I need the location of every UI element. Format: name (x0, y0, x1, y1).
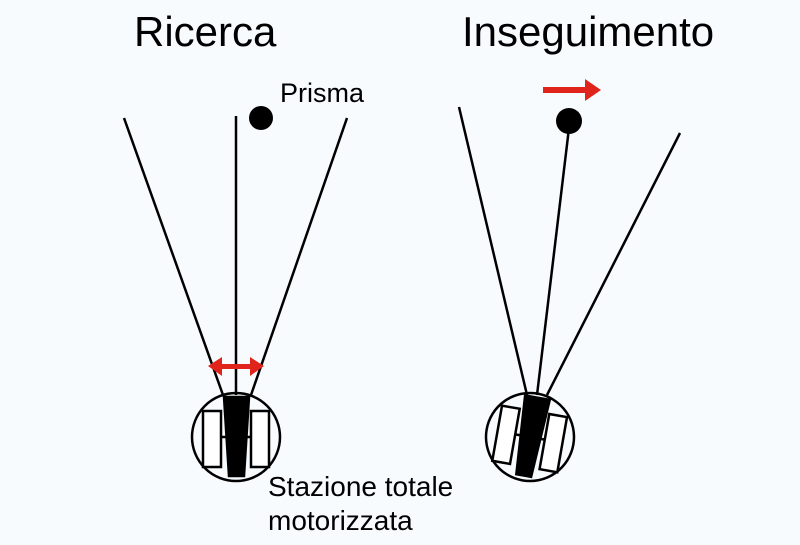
station-label-line2: motorizzata (268, 505, 413, 536)
beam-right (545, 132, 682, 396)
right-arrow-icon (543, 79, 601, 101)
tracking-mode-diagram (457, 79, 682, 483)
prism-label: Prisma (280, 78, 365, 108)
double-arrow-icon (208, 357, 264, 376)
beam-left (122, 117, 225, 396)
beam-right (249, 117, 349, 396)
beam-left (457, 106, 529, 396)
station-label: Stazione totale motorizzata (268, 470, 453, 538)
total-station-icon (190, 391, 282, 483)
beam-center (535, 127, 571, 396)
prism-dot (556, 108, 582, 134)
total-station-icon (484, 391, 576, 483)
prism-dot (249, 106, 273, 130)
search-mode-diagram (122, 106, 349, 483)
station-label-line1: Stazione totale (268, 471, 454, 502)
title-search: Ricerca (134, 8, 277, 55)
title-tracking: Inseguimento (462, 8, 715, 55)
